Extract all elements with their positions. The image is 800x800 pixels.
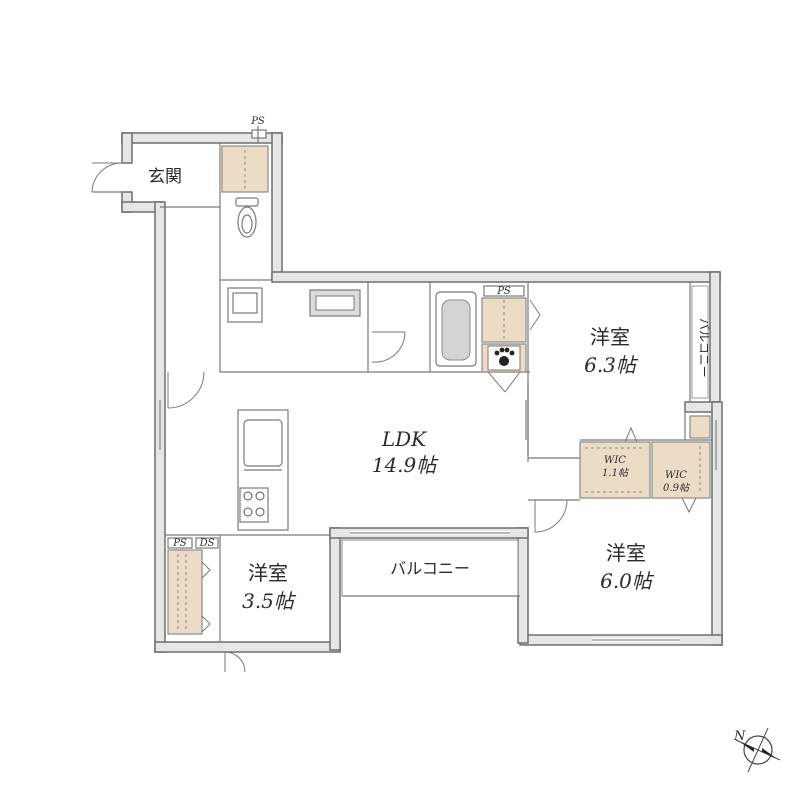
bathtub-icon bbox=[435, 291, 477, 367]
windows bbox=[159, 400, 717, 642]
wic1-label: WIC bbox=[604, 455, 626, 466]
wic2-size: 0.9帖 bbox=[663, 482, 691, 494]
washroom-door bbox=[371, 331, 406, 363]
ldk-door bbox=[167, 371, 205, 409]
bedroom1-closet-edge bbox=[529, 299, 541, 331]
pet-paw-icon bbox=[487, 345, 521, 371]
closet-door bbox=[487, 371, 521, 393]
outer-walls bbox=[121, 132, 723, 653]
bedroom2-size: 6.0帖 bbox=[600, 569, 655, 593]
wic2-label: WIC bbox=[665, 470, 687, 481]
bedroom3-size: 3.5帖 bbox=[242, 589, 297, 613]
side-balcony bbox=[691, 285, 709, 399]
bedroom1-label: 洋室 bbox=[590, 325, 630, 349]
entrance-label: 玄関 bbox=[148, 167, 182, 187]
bedroom3-closet bbox=[167, 537, 219, 635]
compass-icon bbox=[735, 727, 781, 773]
wic1-size: 1.1帖 bbox=[602, 467, 630, 479]
ldk-label: LDK bbox=[381, 427, 427, 451]
wic-2 bbox=[651, 441, 711, 514]
balcony-main-label: バルコニー bbox=[390, 559, 470, 578]
bedroom3-window-door bbox=[224, 651, 246, 673]
closet-small bbox=[689, 415, 711, 439]
toilet-icon bbox=[235, 197, 259, 238]
stove-icon bbox=[239, 487, 269, 523]
ds-bottom-label: DS bbox=[199, 538, 215, 549]
compass-north-label: N bbox=[733, 729, 746, 744]
bedroom2-door bbox=[534, 499, 568, 533]
washing-machine-icon bbox=[227, 287, 263, 323]
balcony-main bbox=[341, 539, 519, 597]
balcony-side-label: バルコニー bbox=[697, 318, 711, 378]
sink-icon bbox=[309, 289, 361, 317]
ps-mid-label: PS bbox=[496, 286, 511, 297]
entrance-area bbox=[91, 126, 269, 193]
bedroom2-label: 洋室 bbox=[606, 541, 646, 565]
ldk-size: 14.9帖 bbox=[372, 453, 440, 477]
wic-1 bbox=[579, 426, 651, 499]
bedroom1-size: 6.3帖 bbox=[584, 353, 639, 377]
ps-top-label: PS bbox=[250, 116, 265, 127]
bedroom3-label: 洋室 bbox=[248, 561, 288, 585]
ps-bottom-label: PS bbox=[172, 538, 187, 549]
